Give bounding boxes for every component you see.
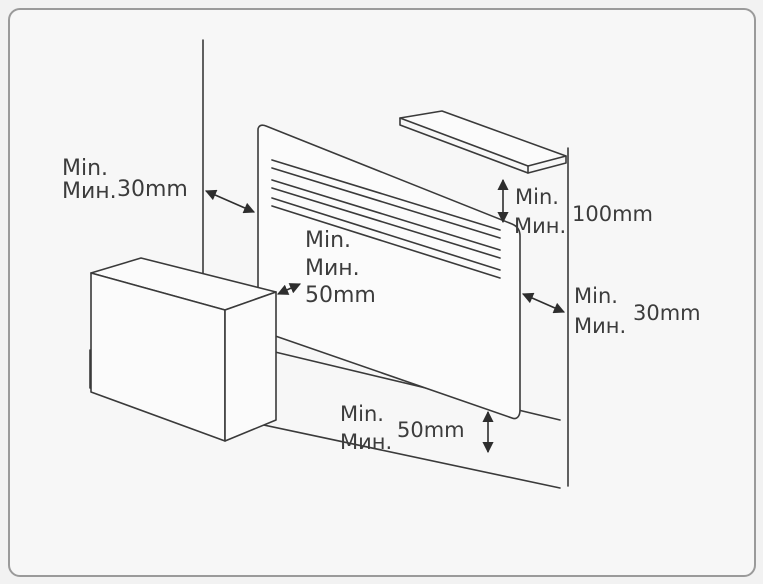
- floor-gap-min-ru-label: Мин.: [340, 430, 393, 454]
- box-obstacle: [90, 257, 277, 442]
- heater-panel: [257, 124, 521, 420]
- right-wall-min-ru-label: Мин.: [574, 314, 627, 338]
- box-gap-min-label: Min.: [305, 228, 352, 253]
- shelf-gap-value: 100mm: [572, 202, 653, 226]
- right-wall-min-label: Min.: [574, 284, 618, 308]
- left-wall-value: 30mm: [117, 177, 188, 202]
- left-wall-min-ru-label: Мин.: [62, 179, 117, 204]
- floor-edge: [89, 349, 561, 489]
- right-wall-value: 30mm: [633, 301, 701, 325]
- shelf-gap-min-ru-label: Мин.: [514, 214, 567, 238]
- shelf-gap-min-label: Min.: [515, 185, 559, 209]
- left-wall-min-label: Min.: [62, 156, 109, 181]
- arrow-right-wall: [521, 292, 566, 314]
- box-gap-value: 50mm: [305, 283, 376, 308]
- arrow-left-wall: [204, 189, 256, 214]
- arrow-box-gap: [276, 283, 302, 295]
- box-gap-min-ru-label: Мин.: [305, 256, 360, 281]
- shelf: [399, 110, 567, 174]
- floor-gap-min-label: Min.: [340, 402, 384, 426]
- floor-gap-value: 50mm: [397, 418, 465, 442]
